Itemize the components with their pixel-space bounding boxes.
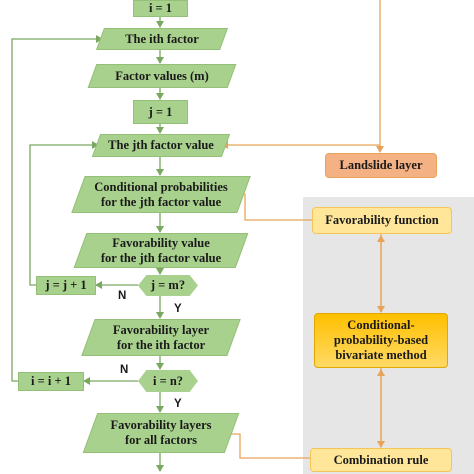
incr-j-text: j = j + 1: [45, 278, 87, 292]
ith-factor-text: The ith factor: [125, 31, 199, 46]
fav-layer-line2: for the ith factor: [116, 337, 206, 352]
no-label-i: N: [120, 364, 129, 376]
yes-label-i: Y: [174, 398, 182, 410]
no-label-j: N: [118, 290, 127, 302]
incr-i-text: i = i + 1: [31, 374, 71, 388]
landslide-layer-text: Landslide layer: [339, 158, 423, 172]
combination-rule-text: Combination rule: [333, 452, 429, 467]
cond-prob-line2: for the jth factor value: [100, 194, 222, 209]
fav-layers-step: Favorability layers for all factors: [82, 413, 240, 453]
combination-rule-box: Combination rule: [310, 448, 452, 472]
fav-layer-line1: Favorability layer: [112, 322, 210, 337]
landslide-layer-box: Landslide layer: [325, 153, 437, 178]
yes-label-j: Y: [174, 303, 182, 315]
method-line2: probability-based: [333, 333, 429, 347]
method-line3: bivariate method: [335, 348, 427, 362]
fav-value-text: Favorability value for the jth factor va…: [101, 236, 221, 266]
favorability-function-text: Favorability function: [325, 213, 439, 227]
init-j-text: j = 1: [148, 104, 173, 119]
fav-layer-step: Favorability layer for the ith factor: [81, 319, 241, 356]
cond-prob-step: Conditional probabilities for the jth fa…: [71, 176, 251, 213]
factor-values-text: Factor values (m): [115, 68, 209, 83]
check-j-decision: j = m?: [138, 275, 198, 296]
incr-j-box: j = j + 1: [36, 276, 96, 295]
bivariate-method-text: Conditional- probability-based bivariate…: [334, 318, 428, 363]
arrow-combination-to-layers: [223, 430, 310, 459]
arrow-landslide-to-jth-value: [221, 0, 381, 149]
init-i-text: i = 1: [148, 1, 173, 15]
loop-j: [29, 141, 99, 286]
cond-prob-line1: Conditional probabilities: [94, 179, 228, 194]
check-i-decision: i = n?: [138, 370, 198, 392]
cond-prob-text: Conditional probabilities for the jth fa…: [94, 180, 227, 210]
loop-i: [11, 35, 103, 382]
bivariate-method-box: Conditional- probability-based bivariate…: [314, 313, 448, 368]
jth-factor-value-step: The jth factor value: [91, 134, 231, 157]
jth-factor-value-text: The jth factor value: [108, 138, 214, 152]
init-i-box: i = 1: [133, 0, 188, 17]
fav-layer-text: Favorability layer for the ith factor: [113, 323, 209, 353]
factor-values-step: Factor values (m): [87, 64, 237, 88]
fav-layers-line1: Favorability layers: [110, 418, 212, 432]
init-j-box: j = 1: [133, 100, 188, 124]
fav-value-line2: for the jth factor value: [100, 250, 222, 265]
incr-i-box: i = i + 1: [18, 372, 84, 391]
ith-factor-step: The ith factor: [95, 28, 229, 50]
fav-value-step: Favorability value for the jth factor va…: [73, 233, 249, 268]
check-i-text: i = n?: [152, 373, 184, 388]
favorability-function-box: Favorability function: [312, 207, 452, 234]
check-j-text: j = m?: [150, 278, 186, 292]
fav-value-line1: Favorability value: [112, 235, 210, 250]
fav-layers-text: Favorability layers for all factors: [110, 418, 211, 448]
method-line1: Conditional-: [347, 318, 415, 332]
fav-layers-line2: for all factors: [125, 433, 197, 447]
